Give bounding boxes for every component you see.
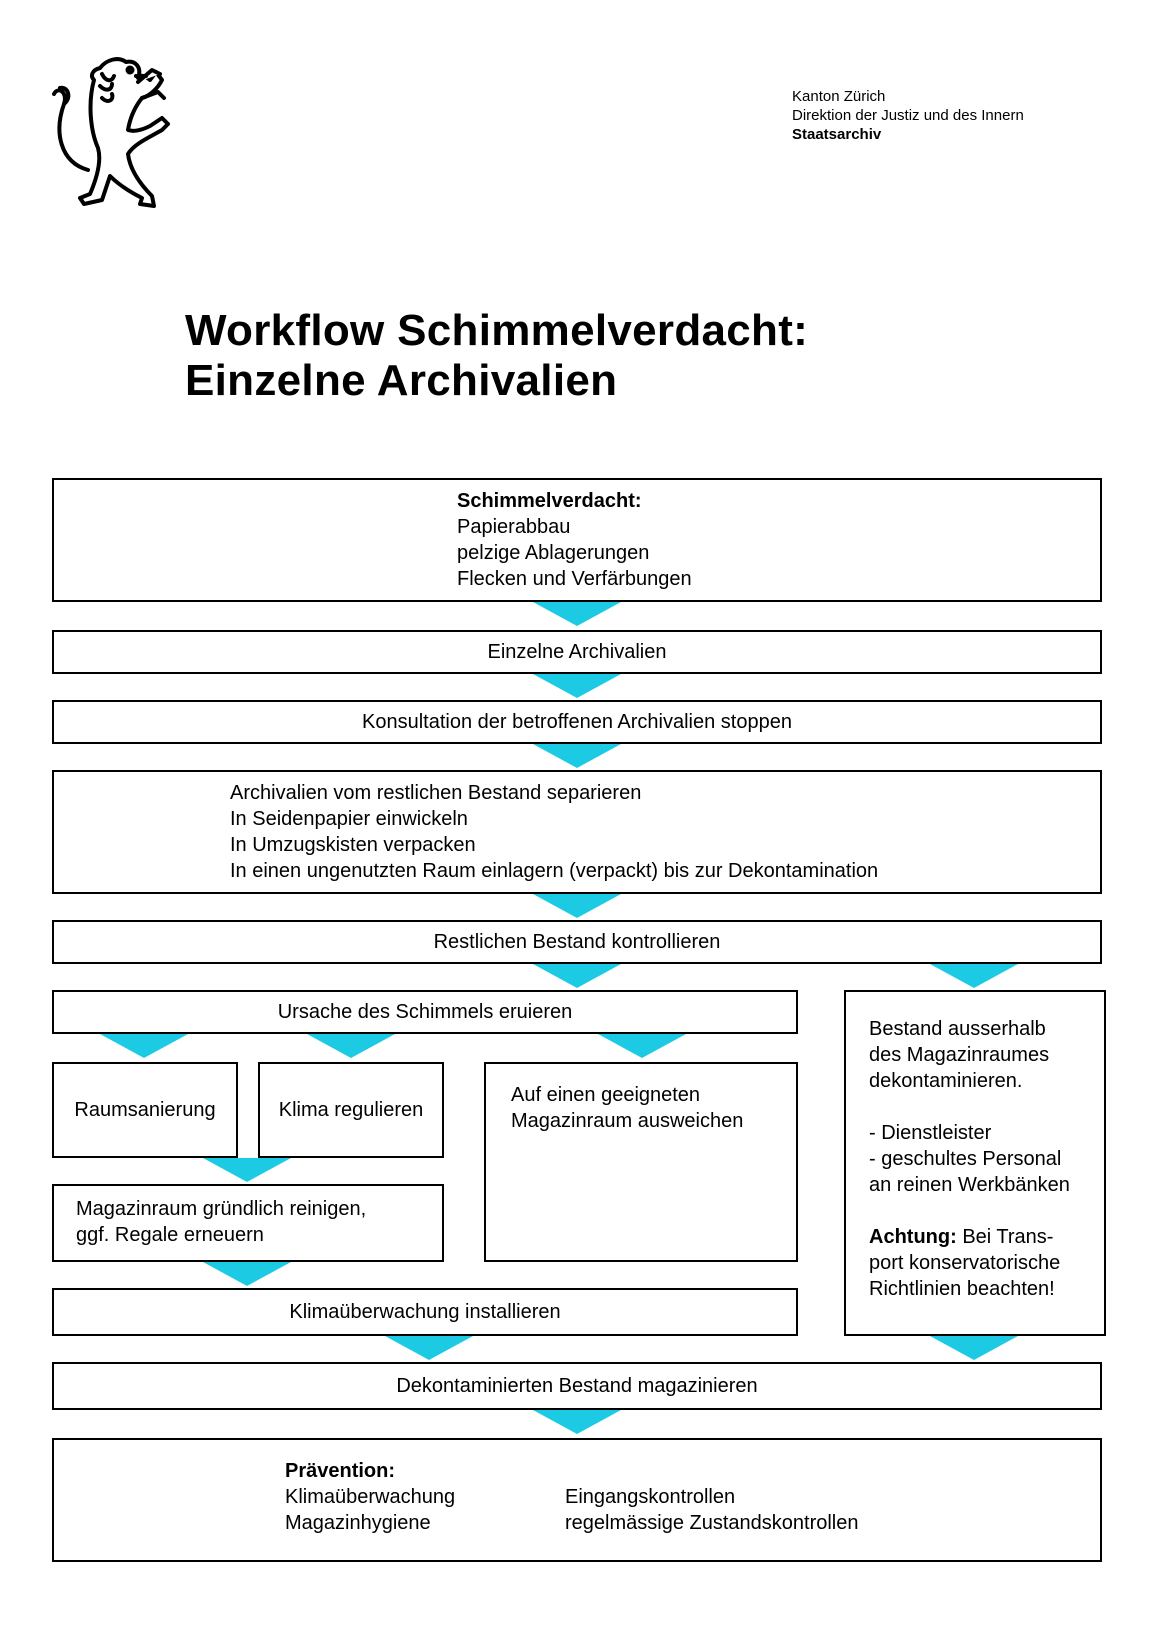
zurich-lion-icon bbox=[52, 57, 170, 208]
verdacht-item: Flecken und Verfärbungen bbox=[457, 568, 692, 590]
praevention-item: regelmässige Zustandskontrollen bbox=[565, 1512, 859, 1534]
flow-arrow bbox=[930, 1336, 1018, 1360]
box-klimaueberwachung: Klimaüberwachung installieren bbox=[52, 1288, 798, 1336]
reinigen-line: ggf. Regale erneuern bbox=[76, 1224, 264, 1246]
flow-arrow bbox=[385, 1336, 473, 1360]
verdacht-item: Papierabbau bbox=[457, 516, 571, 538]
klimaueberwachung-label: Klimaüberwachung installieren bbox=[289, 1301, 561, 1323]
ausweichen-line: Auf einen geeigneten bbox=[511, 1084, 701, 1106]
flow-arrow bbox=[533, 744, 621, 768]
box-reinigen: Magazinraum gründlich reinigen, ggf. Reg… bbox=[52, 1184, 444, 1262]
box-ursache: Ursache des Schimmels eruieren bbox=[52, 990, 798, 1034]
flow-arrow bbox=[203, 1158, 291, 1182]
dekon-line: dekontaminieren. bbox=[869, 1070, 1023, 1092]
ausweichen-line: Magazinraum ausweichen bbox=[511, 1110, 744, 1132]
flow-arrow bbox=[533, 1410, 621, 1434]
box-schimmelverdacht: Schimmelverdacht: Papierabbau pelzige Ab… bbox=[52, 478, 1102, 602]
dekon-bullet: - Dienstleister bbox=[869, 1122, 992, 1144]
dekon-line: des Magazinraumes bbox=[869, 1044, 1050, 1066]
separieren-item: In einen ungenutzten Raum einlagern (ver… bbox=[230, 860, 879, 882]
verdacht-heading: Schimmelverdacht: bbox=[457, 490, 642, 512]
warning-text: Richtlinien beachten! bbox=[869, 1278, 1055, 1300]
warning-label: Achtung: bbox=[869, 1226, 957, 1248]
box-ausweichen: Auf einen geeigneten Magazinraum ausweic… bbox=[484, 1062, 798, 1262]
direction-label: Direktion der Justiz und des Innern bbox=[792, 107, 1024, 124]
kontrollieren-label: Restlichen Bestand kontrollieren bbox=[433, 931, 721, 953]
praevention-heading: Prävention: bbox=[285, 1460, 396, 1482]
separieren-item: In Umzugskisten verpacken bbox=[230, 834, 476, 856]
warning-text: Bei Trans- bbox=[956, 1226, 1054, 1248]
canton-label: Kanton Zürich bbox=[792, 88, 886, 105]
einzelne-label: Einzelne Archivalien bbox=[487, 641, 667, 663]
title-line-2: Einzelne Archivalien bbox=[185, 356, 618, 405]
box-bestand-kontrollieren: Restlichen Bestand kontrollieren bbox=[52, 920, 1102, 964]
box-raumsanierung: Raumsanierung bbox=[52, 1062, 238, 1158]
header-block: Kanton Zürich Direktion der Justiz und d… bbox=[792, 87, 1024, 144]
page-title: Workflow Schimmelverdacht: Einzelne Arch… bbox=[185, 306, 808, 406]
flow-arrow bbox=[203, 1262, 291, 1286]
office-label: Staatsarchiv bbox=[792, 126, 882, 143]
praevention-item: Eingangskontrollen bbox=[565, 1486, 736, 1508]
praevention-item: Magazinhygiene bbox=[285, 1512, 431, 1534]
dekon-bullet: - geschultes Personal bbox=[869, 1148, 1062, 1170]
magazinieren-label: Dekontaminierten Bestand magazinieren bbox=[396, 1375, 758, 1397]
box-konsultation: Konsultation der betroffenen Archivalien… bbox=[52, 700, 1102, 744]
title-line-1: Workflow Schimmelverdacht: bbox=[185, 306, 809, 355]
praevention-item: Klimaüberwachung bbox=[285, 1486, 456, 1508]
box-separieren: Archivalien vom restlichen Bestand separ… bbox=[52, 770, 1102, 894]
verdacht-item: pelzige Ablagerungen bbox=[457, 542, 650, 564]
flow-arrow bbox=[598, 1034, 686, 1058]
box-magazinieren: Dekontaminierten Bestand magazinieren bbox=[52, 1362, 1102, 1410]
box-praevention: Prävention: Klimaüberwachung Magazinhygi… bbox=[52, 1438, 1102, 1562]
box-klima-regulieren: Klima regulieren bbox=[258, 1062, 444, 1158]
ursache-label: Ursache des Schimmels eruieren bbox=[277, 1001, 573, 1023]
flow-arrow bbox=[307, 1034, 395, 1058]
warning-text: port konservatorische bbox=[869, 1252, 1061, 1274]
flow-arrow bbox=[533, 674, 621, 698]
flow-arrow bbox=[930, 964, 1018, 988]
flow-arrow bbox=[533, 894, 621, 918]
flow-arrow bbox=[533, 964, 621, 988]
separieren-item: In Seidenpapier einwickeln bbox=[230, 808, 468, 830]
separieren-item: Archivalien vom restlichen Bestand separ… bbox=[230, 782, 642, 804]
konsultation-label: Konsultation der betroffenen Archivalien… bbox=[362, 711, 792, 733]
raumsanierung-label: Raumsanierung bbox=[74, 1099, 216, 1121]
box-dekontaminieren: Bestand ausserhalb des Magazinraumes dek… bbox=[844, 990, 1106, 1336]
dekon-bullet: an reinen Werkbänken bbox=[869, 1174, 1070, 1196]
flow-arrow bbox=[533, 602, 621, 626]
box-einzelne-archivalien: Einzelne Archivalien bbox=[52, 630, 1102, 674]
reinigen-line: Magazinraum gründlich reinigen, bbox=[76, 1198, 367, 1220]
dekon-line: Bestand ausserhalb bbox=[869, 1018, 1046, 1040]
dekon-warning: Achtung: Bei Trans- bbox=[869, 1224, 1070, 1250]
flow-arrow bbox=[100, 1034, 188, 1058]
klima-label: Klima regulieren bbox=[278, 1099, 424, 1121]
